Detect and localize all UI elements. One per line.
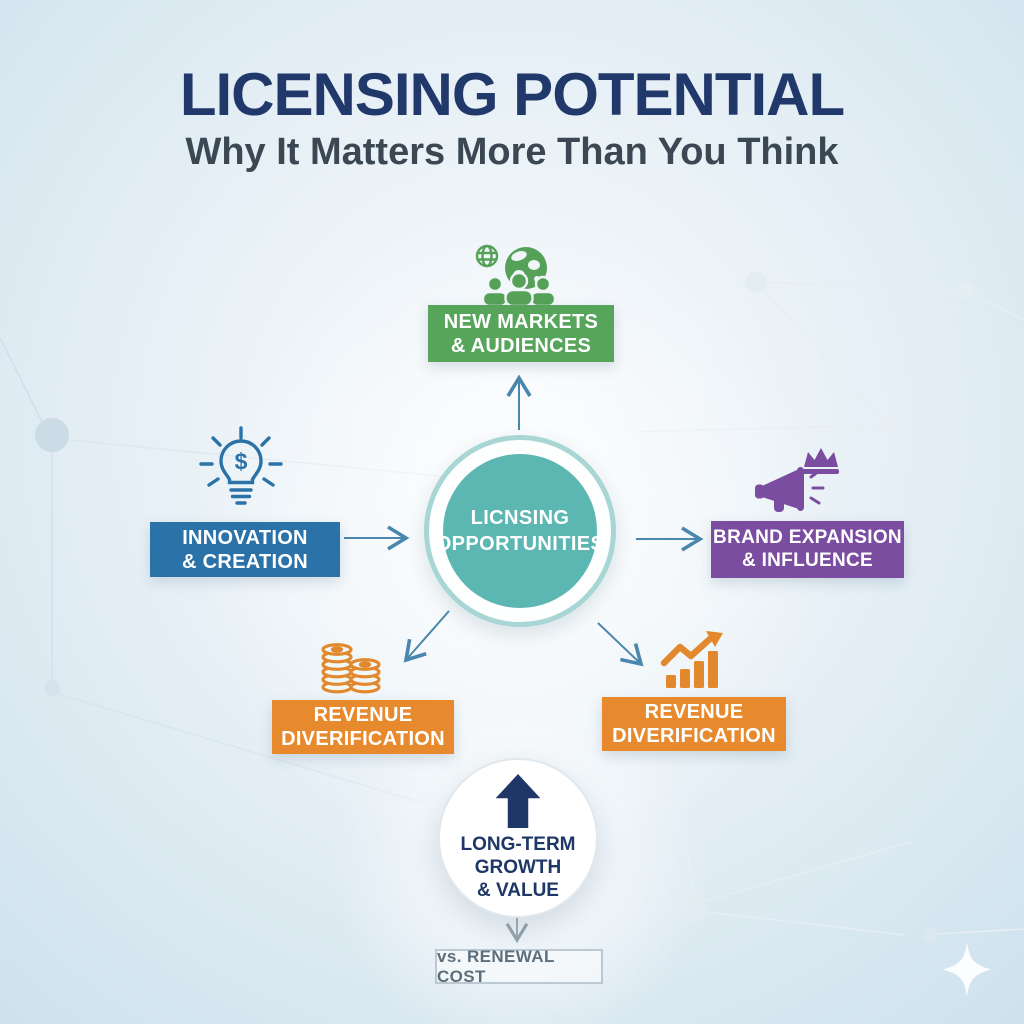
branch-brand-expansion: BRAND EXPANSION & INFLUENCE bbox=[711, 521, 904, 578]
branch-label-line: REVENUE bbox=[313, 704, 413, 726]
branch-label-line: REVENUE bbox=[644, 701, 744, 723]
outcome-label-line: LONG-TERM bbox=[460, 833, 576, 855]
hub-label: LICNSING OPPORTUNITIES bbox=[436, 454, 604, 608]
hub-licensing-opportunities: LICNSING OPPORTUNITIES bbox=[424, 435, 616, 627]
branch-revenue-right: REVENUE DIVERIFICATION bbox=[602, 697, 786, 751]
comparison-label: vs. RENEWAL COST bbox=[437, 946, 555, 986]
branch-label-line: INNOVATION bbox=[182, 526, 308, 549]
branch-new-markets: NEW MARKETS & AUDIENCES bbox=[428, 305, 614, 362]
outcome-label-line: & VALUE bbox=[477, 880, 559, 902]
branch-label-line: DIVERIFICATION bbox=[281, 728, 445, 750]
hub-label-line: OPPORTUNITIES bbox=[435, 533, 605, 555]
branch-label-line: DIVERIFICATION bbox=[612, 725, 776, 747]
hub-label-line: LICNSING bbox=[470, 507, 570, 529]
up-arrow-icon bbox=[495, 773, 541, 828]
outcome-label-line: GROWTH bbox=[474, 856, 562, 878]
comparison-renewal-cost: vs. RENEWAL COST bbox=[435, 946, 603, 986]
arrow-hub-to-bottom-right bbox=[597, 622, 644, 667]
sparkle-icon bbox=[943, 942, 991, 997]
svg-text:$: $ bbox=[235, 449, 248, 475]
outcome-long-term-growth: LONG-TERM GROWTH & VALUE bbox=[438, 758, 598, 918]
branch-innovation: INNOVATION & CREATION bbox=[150, 522, 340, 577]
page-title: LICENSING POTENTIAL bbox=[179, 61, 845, 128]
lightbulb-dollar-icon: $ bbox=[199, 426, 283, 505]
megaphone-crown-icon bbox=[755, 448, 839, 512]
branch-label-line: & CREATION bbox=[182, 550, 308, 573]
page-subtitle: Why It Matters More Than You Think bbox=[185, 131, 839, 173]
branch-label-line: & INFLUENCE bbox=[741, 549, 874, 571]
hub-ring: LICNSING OPPORTUNITIES bbox=[429, 440, 611, 622]
branch-label-line: BRAND EXPANSION bbox=[713, 526, 902, 548]
coin-stack-icon bbox=[321, 643, 381, 694]
growth-chart-icon bbox=[660, 631, 723, 688]
people-globe-icon bbox=[475, 244, 557, 305]
branch-label-line: & AUDIENCES bbox=[450, 334, 592, 357]
arrow-hub-to-bottom-left bbox=[403, 610, 450, 663]
branch-revenue-left: REVENUE DIVERIFICATION bbox=[272, 700, 454, 754]
branch-label-line: NEW MARKETS bbox=[443, 310, 599, 333]
